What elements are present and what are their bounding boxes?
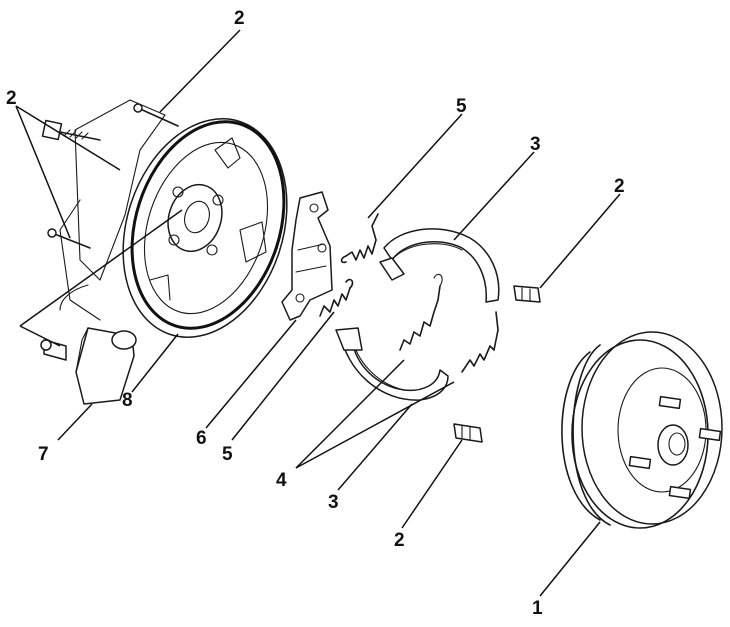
spring-upper bbox=[340, 213, 379, 264]
callout-spring-lower: 5 bbox=[222, 444, 233, 465]
callout-adjuster-lower: 2 bbox=[394, 530, 405, 551]
brake-drum bbox=[561, 331, 723, 529]
brake-shoe-upper bbox=[379, 228, 500, 303]
callout-bolt-top: 2 bbox=[234, 8, 245, 29]
bolt-top bbox=[133, 103, 179, 127]
leader-lines bbox=[15, 29, 621, 597]
callout-lever: 6 bbox=[196, 428, 207, 449]
callout-wheel-cylinder: 7 bbox=[38, 444, 49, 465]
wheel-cylinder bbox=[40, 327, 137, 405]
callout-spring-upper: 5 bbox=[456, 96, 467, 117]
callout-labels: 2 2 5 3 2 8 6 5 7 4 3 2 1 bbox=[6, 8, 625, 619]
backing-plate bbox=[59, 99, 288, 338]
callout-return-springs: 4 bbox=[276, 470, 287, 491]
callout-adjuster-upper: 2 bbox=[614, 176, 625, 197]
return-spring bbox=[399, 273, 499, 373]
callout-backing-plate: 8 bbox=[122, 390, 133, 411]
adjuster-clip-lower bbox=[453, 423, 483, 443]
wheel-stud bbox=[628, 395, 722, 500]
parking-brake-lever bbox=[281, 191, 333, 321]
bolt-upper bbox=[41, 119, 101, 141]
callout-drum: 1 bbox=[532, 598, 543, 619]
callout-shoe-upper: 3 bbox=[530, 134, 541, 155]
callout-shoe-lower: 3 bbox=[328, 492, 339, 513]
spring-lower bbox=[319, 278, 354, 317]
brake-shoe-lower bbox=[335, 327, 449, 401]
adjuster-clip-upper bbox=[513, 285, 541, 303]
callout-bolt-left: 2 bbox=[6, 88, 17, 109]
bolt-lower bbox=[47, 228, 91, 249]
